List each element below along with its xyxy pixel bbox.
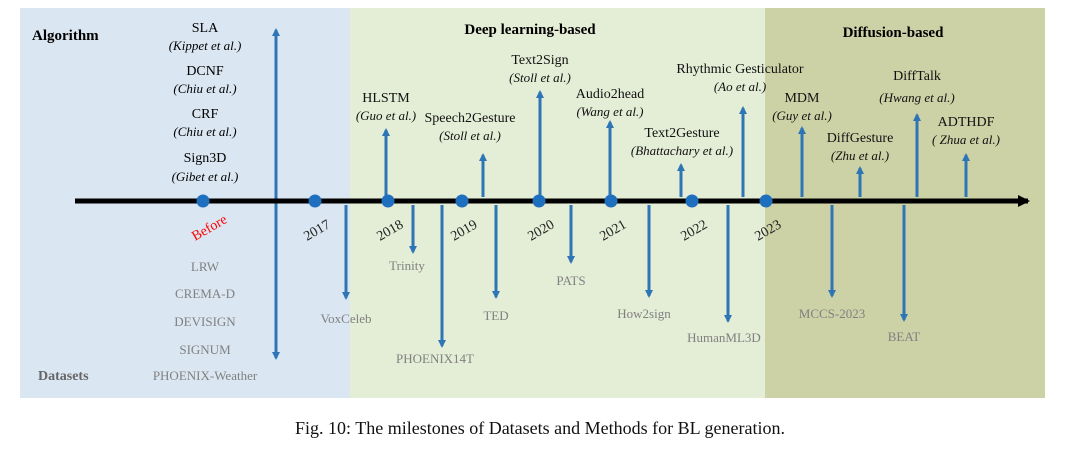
method-cite: (Ao et al.) <box>714 79 766 94</box>
dataset-name: VoxCeleb <box>320 311 371 326</box>
before-method-cite: (Kippet et al.) <box>169 38 242 53</box>
before-dataset: PHOENIX-Weather <box>153 368 258 383</box>
dataset-name: PATS <box>556 273 585 288</box>
method-name: Text2Sign <box>511 53 568 68</box>
method-cite: (Bhattachary et al.) <box>631 143 733 158</box>
method-name: Text2Gesture <box>644 126 719 141</box>
method-name: HLSTM <box>362 91 410 106</box>
method-cite: (Guy et al.) <box>772 108 832 123</box>
dataset-name: MCCS-2023 <box>799 306 865 321</box>
region-label-deep: Deep learning-based <box>464 22 596 38</box>
method-cite: (Wang et al.) <box>576 104 643 119</box>
year-dot <box>685 194 699 208</box>
dataset-arrows <box>342 205 908 348</box>
year-dot <box>759 194 773 208</box>
before-dataset: DEVISIGN <box>174 314 236 329</box>
before-method-name: DCNF <box>186 64 224 79</box>
row-label-datasets: Datasets <box>38 369 89 384</box>
year-dot <box>196 194 210 208</box>
before-datasets: LRW CREMA-D DEVISIGN SIGNUM PHOENIX-Weat… <box>153 259 258 383</box>
before-method-name: CRF <box>192 107 219 122</box>
before-method-cite: (Chiu et al.) <box>173 81 236 96</box>
method-cite: (Stoll et al.) <box>509 70 571 85</box>
before-method-name: Sign3D <box>184 151 227 166</box>
dataset-name: TED <box>483 308 508 323</box>
year-dot <box>455 194 469 208</box>
before-dataset: LRW <box>191 259 220 274</box>
year-dots <box>196 194 773 208</box>
method-name: ADTHDF <box>938 115 995 130</box>
before-method-cite: (Gibet et al.) <box>172 169 239 184</box>
year-dot <box>532 194 546 208</box>
method-cite: (Zhu et al.) <box>831 148 889 163</box>
method-name: DiffGesture <box>827 131 894 146</box>
year-dot <box>308 194 322 208</box>
method-cite: (Guo et al.) <box>356 108 416 123</box>
year-dot <box>381 194 395 208</box>
dataset-name: PHOENIX14T <box>396 351 474 366</box>
method-labels: HLSTM (Guo et al.) Speech2Gesture (Stoll et… <box>356 53 1000 163</box>
method-arrows <box>382 90 970 197</box>
method-cite: (Stoll et al.) <box>439 128 501 143</box>
method-name: Audio2head <box>576 87 644 102</box>
method-cite: (Hwang et al.) <box>879 90 954 105</box>
dataset-name: How2sign <box>617 306 671 321</box>
dataset-name: BEAT <box>888 329 921 344</box>
before-dataset: CREMA-D <box>175 286 235 301</box>
before-methods: SLA (Kippet et al.) DCNF (Chiu et al.) C… <box>169 21 242 184</box>
method-name: Rhythmic Gesticulator <box>676 62 803 77</box>
before-dataset: SIGNUM <box>179 342 231 357</box>
method-name: MDM <box>784 91 820 106</box>
method-name: Speech2Gesture <box>425 111 516 126</box>
method-cite: ( Zhua et al.) <box>932 132 1000 147</box>
method-name: DiffTalk <box>893 69 941 84</box>
dataset-name: HumanML3D <box>687 330 761 345</box>
row-label-algorithm: Algorithm <box>32 28 99 44</box>
figure-caption: Fig. 10: The milestones of Datasets and … <box>295 418 785 438</box>
dataset-name: Trinity <box>389 258 425 273</box>
before-method-name: SLA <box>192 21 219 36</box>
before-method-cite: (Chiu et al.) <box>173 124 236 139</box>
year-dot <box>604 194 618 208</box>
region-label-diffusion: Diffusion-based <box>843 25 945 41</box>
